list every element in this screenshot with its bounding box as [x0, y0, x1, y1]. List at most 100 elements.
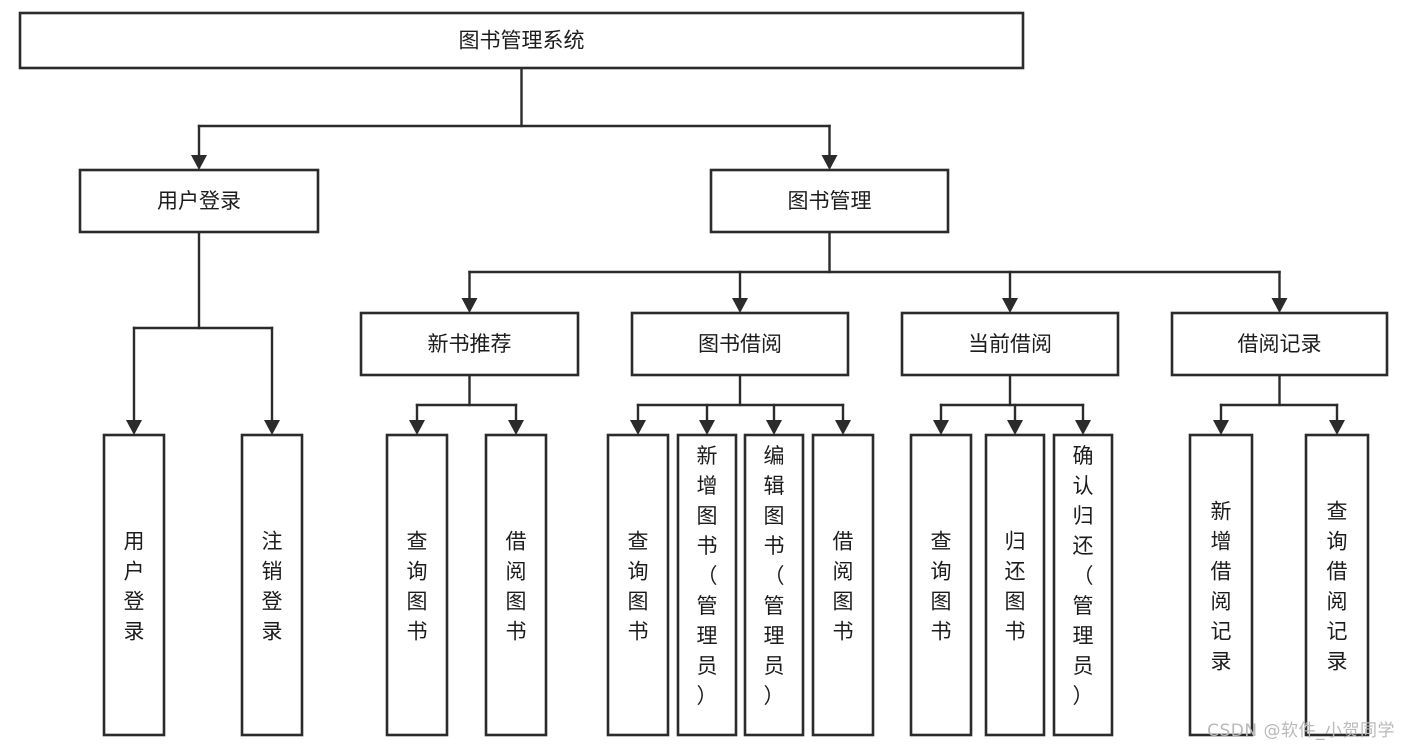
node-box-root [18, 11, 1025, 70]
node-label-char: （ [1073, 564, 1094, 588]
arrow-head-icon [1271, 298, 1288, 313]
node-label-char: ） [1073, 684, 1094, 708]
node-label-char: 查 [1327, 499, 1348, 523]
node-label-char: 阅 [506, 559, 527, 583]
node-label-char: 编 [764, 444, 785, 468]
node-label-char: 管 [697, 594, 718, 618]
node-label-char: 销 [262, 559, 283, 583]
node-label-char: 还 [1005, 559, 1026, 583]
arrow-head-icon [1213, 420, 1229, 435]
node-label-char: 增 [697, 474, 718, 498]
node-label-char: 图 [931, 589, 952, 613]
node-label-char: 书 [764, 534, 785, 558]
node-label-char: 理 [764, 624, 785, 648]
node-leaf-user-login[interactable]: 用户登录 [102, 433, 166, 737]
arrow-head-icon [264, 420, 280, 435]
node-label-book-borrow: 图书借阅 [698, 332, 782, 356]
node-label-char: 录 [262, 619, 283, 643]
node-label-char: 书 [697, 534, 718, 558]
csdn-watermark: CSDN @软件_小贺同学 [1207, 721, 1395, 741]
node-label-char: （ [697, 564, 718, 588]
node-label-char: 图 [506, 589, 527, 613]
node-label-char: 书 [506, 619, 527, 643]
node-user-login[interactable]: 用户登录 [78, 168, 320, 234]
node-label-char: 录 [1211, 649, 1232, 673]
node-label-char: 增 [1211, 529, 1232, 553]
node-label-char: 管 [1073, 594, 1094, 618]
node-label-char: 归 [1005, 529, 1026, 553]
node-layer: 图书管理系统用户登录图书管理新书推荐图书借阅当前借阅借阅记录用户登录注销登录查询… [18, 11, 1389, 737]
node-box-leaf-borrow-book-2 [811, 433, 875, 737]
arrow-head-icon [1329, 420, 1345, 435]
arrow-head-icon [461, 298, 478, 313]
node-box-leaf-logout [240, 433, 304, 737]
node-box-current-borrow [900, 311, 1120, 377]
node-box-leaf-query-book-1 [385, 433, 449, 737]
arrow-head-icon [508, 420, 524, 435]
node-label-char: 询 [1327, 529, 1348, 553]
node-box-leaf-return-book [984, 433, 1046, 737]
node-label-char: 阅 [833, 559, 854, 583]
node-label-char: 还 [1073, 534, 1094, 558]
node-book-manage[interactable]: 图书管理 [709, 168, 950, 234]
node-label-char: 查 [407, 529, 428, 553]
node-box-leaf-borrow-book-1 [484, 433, 548, 737]
node-label-char: 认 [1073, 474, 1094, 498]
node-label-char: ） [697, 684, 718, 708]
arrow-head-icon [821, 155, 838, 170]
node-label-char: 询 [931, 559, 952, 583]
node-current-borrow[interactable]: 当前借阅 [900, 311, 1120, 377]
node-box-new-book-recommend [359, 311, 580, 377]
node-label-char: 图 [697, 504, 718, 528]
node-label-char: 理 [1073, 624, 1094, 648]
node-label-borrow-record: 借阅记录 [1238, 332, 1322, 356]
arrow-head-icon [732, 298, 748, 313]
node-label-char: 户 [124, 559, 145, 583]
node-label-char: 借 [1327, 559, 1348, 583]
node-box-book-borrow [630, 311, 850, 377]
node-box-leaf-edit-book [743, 433, 805, 737]
node-label-char: 员 [1073, 654, 1094, 678]
node-label-char: 登 [262, 589, 283, 613]
arrow-head-icon [835, 420, 851, 435]
node-label-char: 阅 [1211, 589, 1232, 613]
node-label-char: 管 [764, 594, 785, 618]
node-book-borrow[interactable]: 图书借阅 [630, 311, 850, 377]
node-label-char: （ [764, 564, 785, 588]
node-label-char: 图 [833, 589, 854, 613]
node-box-leaf-user-login [102, 433, 166, 737]
arrow-head-icon [191, 155, 207, 170]
node-box-borrow-record [1170, 311, 1389, 377]
arrow-head-icon [1002, 298, 1018, 313]
node-box-leaf-query-record [1304, 433, 1370, 737]
node-label-char: 借 [1211, 559, 1232, 583]
node-box-leaf-query-book-2 [606, 433, 670, 737]
node-label-char: 书 [931, 619, 952, 643]
arrow-head-icon [409, 420, 425, 435]
node-label-char: 图 [764, 504, 785, 528]
node-label-char: 借 [506, 529, 527, 553]
node-label-user-login: 用户登录 [157, 189, 241, 213]
node-label-char: 阅 [1327, 589, 1348, 613]
node-root[interactable]: 图书管理系统 [18, 11, 1025, 70]
node-new-book-recommend[interactable]: 新书推荐 [359, 311, 580, 377]
node-label-char: 登 [124, 589, 145, 613]
node-label-char: 新 [697, 444, 718, 468]
node-label-char: 新 [1211, 499, 1232, 523]
node-box-leaf-query-book-3 [909, 433, 973, 737]
node-label-char: 员 [697, 654, 718, 678]
node-borrow-record[interactable]: 借阅记录 [1170, 311, 1389, 377]
